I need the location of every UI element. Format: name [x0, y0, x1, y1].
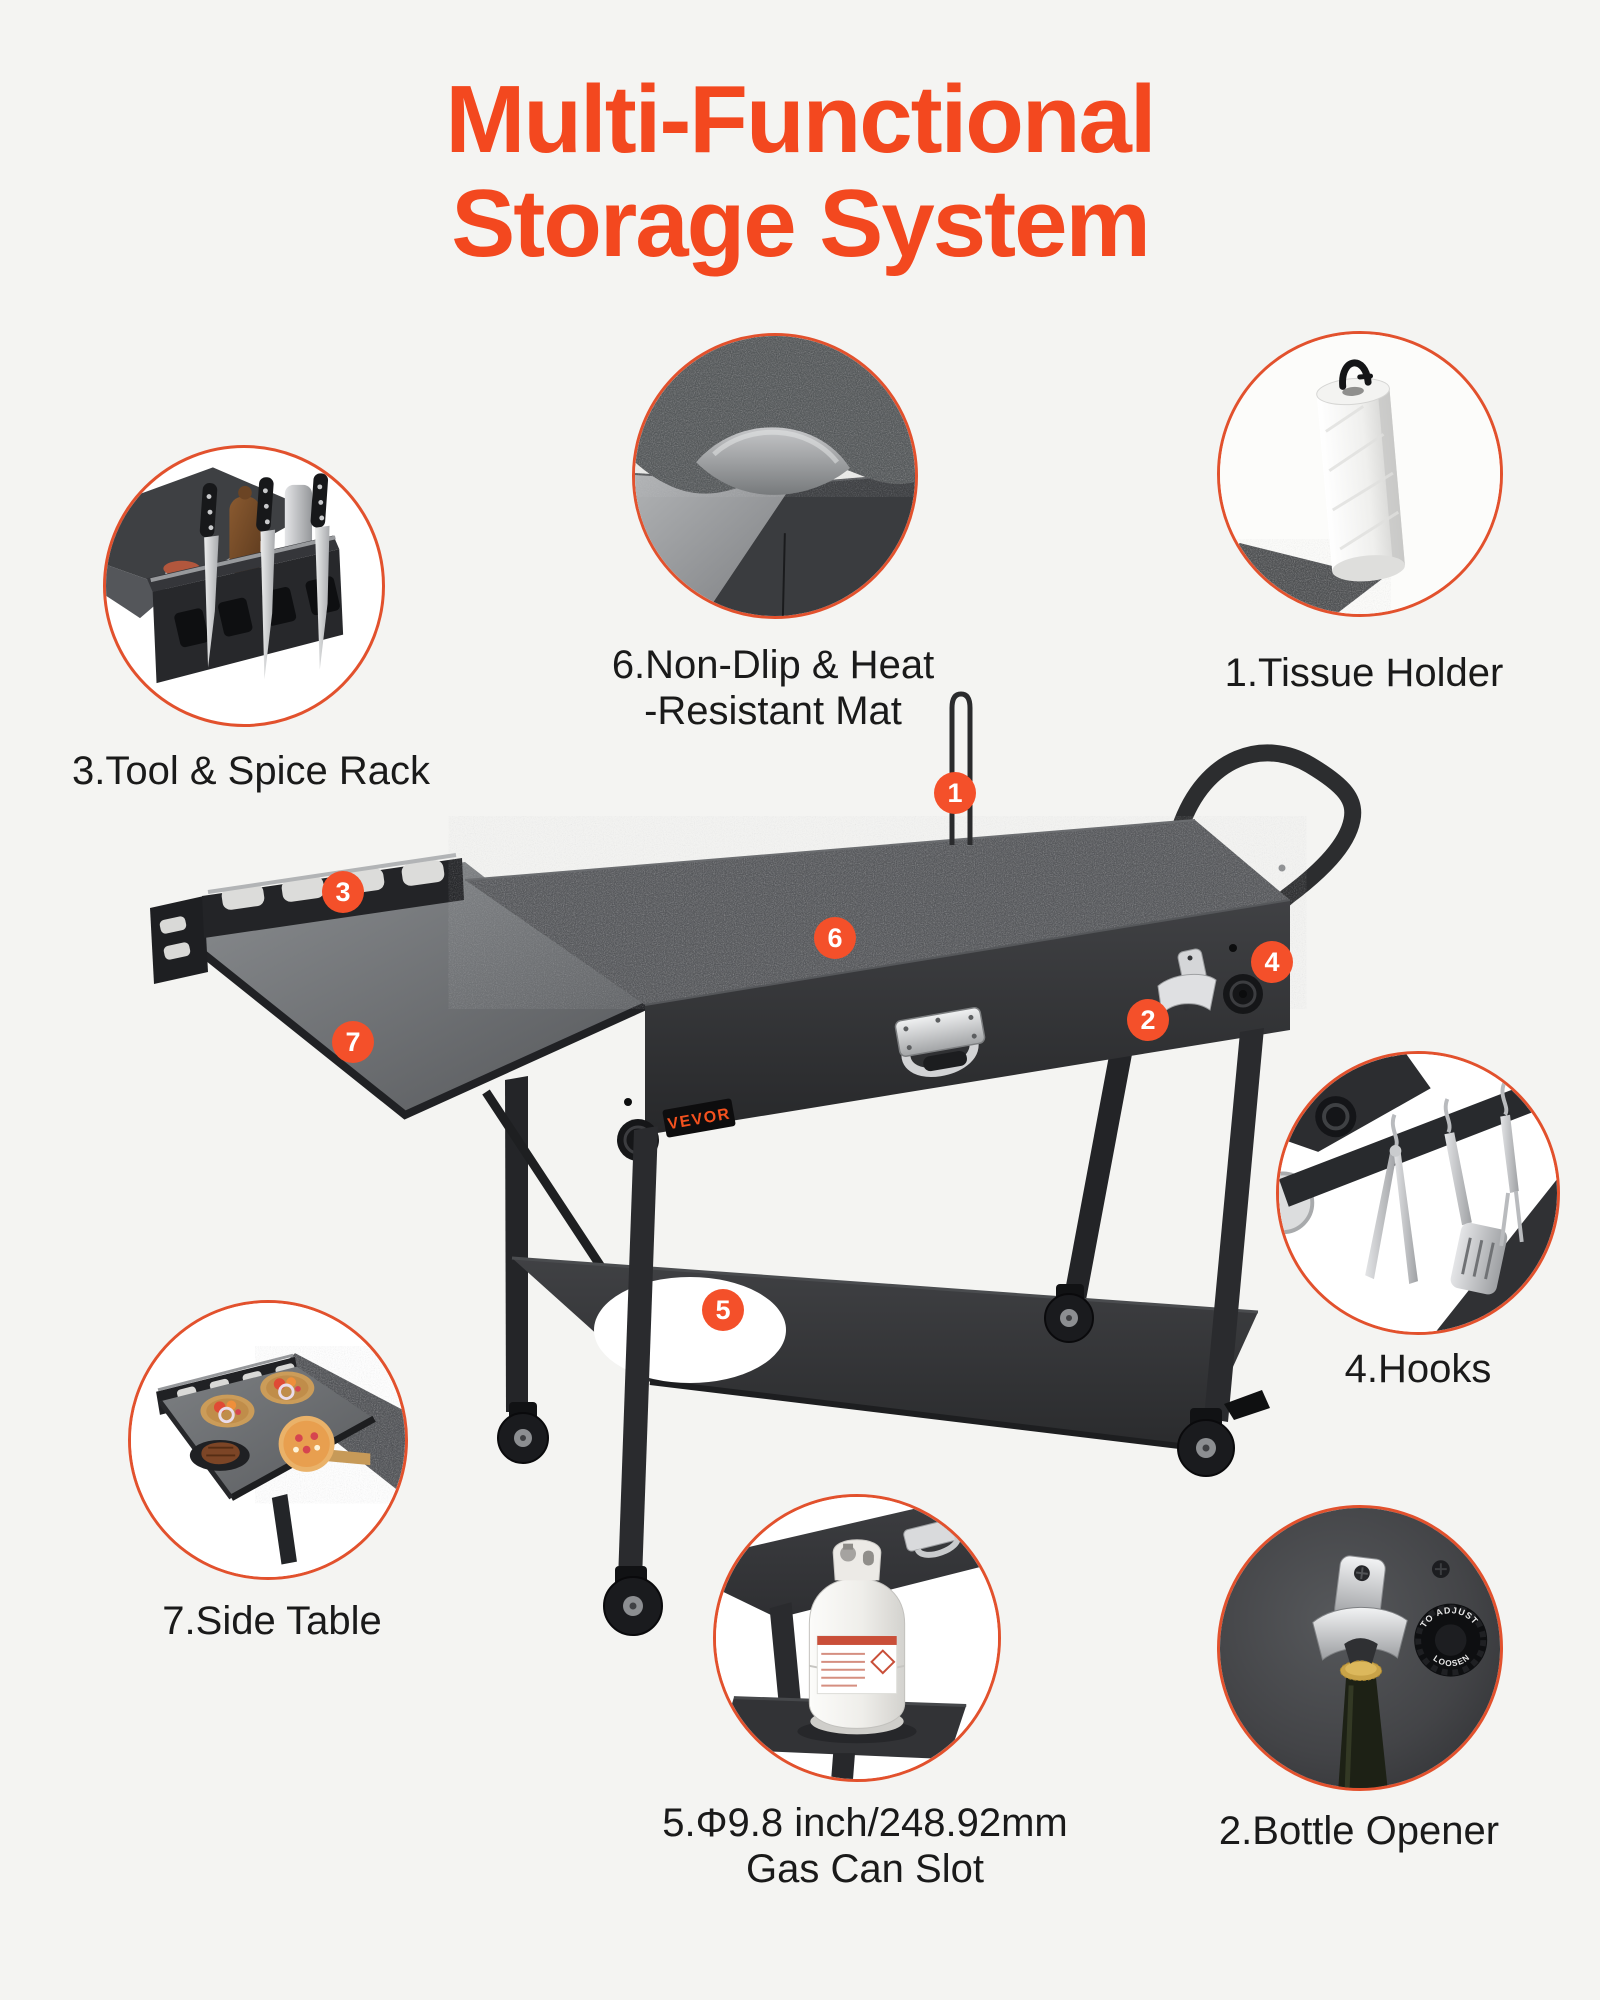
veggie-plate	[200, 1394, 255, 1428]
side-table-label: 7.Side Table	[162, 1599, 382, 1643]
bottle-opener-art: TO ADJUST LOOSEN	[1220, 1508, 1500, 1788]
knob	[1315, 1096, 1357, 1138]
tool-spice-rack-art	[106, 467, 344, 684]
pizza-board	[278, 1415, 371, 1472]
callout-marker-1: 1	[934, 772, 976, 814]
hook-and-tongs	[1365, 1113, 1418, 1285]
page-title-line1: Multi-Functional	[445, 66, 1156, 173]
wheel-rear-right	[1044, 1284, 1094, 1343]
tool-spice-rack-label: 3.Tool & Spice Rack	[72, 749, 430, 793]
hooks-photo	[1276, 1051, 1560, 1335]
table-leg	[271, 1494, 297, 1565]
hooks-label: 4.Hooks	[1344, 1347, 1492, 1391]
page-title: Multi-Functional Storage System	[0, 68, 1600, 276]
hook-and-spatula	[1443, 1098, 1508, 1295]
shelf-leg	[831, 1753, 856, 1779]
frame-beam	[1279, 1083, 1542, 1207]
knife	[199, 483, 219, 668]
adjust-knob-right	[1223, 974, 1263, 1014]
gas-can-label: 5.Φ9.8 inch/248.92mm Gas Can Slot	[662, 1801, 1068, 1891]
metal-shaker	[284, 484, 313, 555]
gas-can-art	[716, 1497, 998, 1779]
bottle-opener-photo: TO ADJUST LOOSEN	[1217, 1505, 1503, 1791]
frame-bar	[769, 1602, 802, 1713]
mat-art	[635, 336, 915, 616]
front-legs	[618, 1028, 1264, 1580]
page-title-line2: Storage System	[451, 170, 1151, 277]
veggie-plate	[260, 1371, 315, 1405]
knife	[256, 477, 276, 680]
side-table-photo	[128, 1300, 408, 1580]
tank-label	[816, 1635, 898, 1695]
adjust-knob-large: TO ADJUST LOOSEN	[1414, 1603, 1488, 1677]
bottle-opener-label: 2.Bottle Opener	[1218, 1809, 1500, 1853]
handle-rivet	[1278, 864, 1286, 872]
folding-handle	[894, 1007, 986, 1077]
gas-can-photo	[713, 1494, 1001, 1782]
wheel-front-left	[603, 1566, 663, 1636]
gas-can-slot-highlight	[594, 1277, 786, 1383]
side-table-art	[131, 1303, 405, 1577]
tool-spice-rack-photo	[103, 445, 385, 727]
cart-felt-top	[464, 819, 1290, 1005]
steak-plate	[189, 1440, 250, 1471]
callout-marker-4: 4	[1251, 941, 1293, 983]
knives	[199, 473, 330, 680]
table-metal-right	[704, 474, 915, 616]
mat-folded-corner	[696, 427, 850, 495]
paper-roll	[1316, 359, 1405, 582]
felt-strip	[1220, 543, 1383, 614]
opener	[1312, 1555, 1408, 1664]
callout-marker-6: 6	[814, 917, 856, 959]
callout-marker-7: 7	[332, 1021, 374, 1063]
mat-photo	[632, 333, 918, 619]
wheel-rear-left	[497, 1402, 549, 1464]
tissue-holder-art	[1220, 334, 1500, 614]
callout-marker-2: 2	[1127, 999, 1169, 1041]
hook-and-fork	[1499, 1082, 1524, 1247]
knife	[310, 473, 330, 670]
tissue-holder-rod	[949, 691, 973, 845]
tissue-holder-label: 1.Tissue Holder	[1224, 651, 1504, 695]
bottle-opener-mounted	[1157, 948, 1217, 1016]
propane-tank	[808, 1539, 906, 1735]
caster-wheels	[497, 1284, 1270, 1636]
mat-label: 6.Non-Dlip & Heat -Resistant Mat	[611, 643, 935, 733]
callout-marker-3: 3	[322, 871, 364, 913]
callout-marker-5: 5	[702, 1289, 744, 1331]
tissue-holder-photo	[1217, 331, 1503, 617]
wheel-front-right-brake	[1177, 1390, 1270, 1477]
